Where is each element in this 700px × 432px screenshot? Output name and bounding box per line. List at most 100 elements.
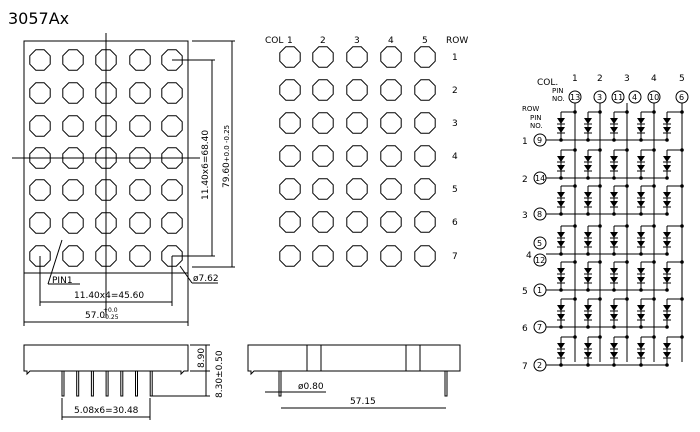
svg-text:5.08x6=30.48: 5.08x6=30.48	[74, 406, 139, 416]
led-dot	[29, 245, 51, 267]
schematic-row-number: 1	[522, 137, 528, 147]
diode-icon	[557, 343, 565, 349]
diode-icon	[637, 232, 645, 238]
led-dot	[62, 212, 84, 234]
led-dot	[129, 147, 151, 169]
led-dot	[380, 79, 402, 101]
row-pin-number: 1	[537, 286, 542, 295]
diode-icon	[584, 343, 592, 349]
svg-text:57.15: 57.15	[350, 397, 376, 407]
svg-text:-0.25: -0.25	[103, 314, 119, 321]
front-view: 11.40x6=68.40 79.60+0.0 -0.25 11.40x4=45…	[12, 33, 235, 326]
diode-icon	[663, 352, 671, 358]
diode-icon	[584, 156, 592, 162]
diode-icon	[557, 201, 565, 207]
col-pin-number: 3	[597, 93, 602, 102]
diode-icon	[557, 241, 565, 247]
diode-icon	[557, 277, 565, 283]
pin-circle	[533, 236, 547, 250]
diode-icon	[584, 192, 592, 198]
diode-icon	[610, 192, 618, 198]
led-dot	[95, 245, 117, 267]
diode-icon	[637, 305, 645, 311]
led-dot	[161, 115, 183, 137]
schematic-row-number: 5	[522, 287, 528, 297]
led-dot	[279, 245, 301, 267]
led-dot	[312, 79, 334, 101]
svg-text:NO.: NO.	[552, 95, 565, 103]
led-dot	[95, 179, 117, 201]
diode-icon	[557, 118, 565, 124]
led-dot	[29, 49, 51, 71]
led-dot	[95, 147, 117, 169]
diode-icon	[663, 165, 671, 171]
diode-icon	[610, 165, 618, 171]
svg-text:ROW: ROW	[522, 105, 539, 113]
led-dot	[346, 145, 368, 167]
diode-icon	[637, 201, 645, 207]
diode-icon	[637, 118, 645, 124]
led-dot	[29, 212, 51, 234]
diode-icon	[557, 352, 565, 358]
pin-circle	[611, 90, 625, 104]
diode-icon	[610, 305, 618, 311]
diode-icon	[610, 352, 618, 358]
led-dot	[380, 112, 402, 134]
row-number: 3	[452, 119, 458, 129]
led-dot	[414, 245, 436, 267]
row-number: 2	[452, 86, 458, 96]
led-dot	[414, 178, 436, 200]
part-title: 3057Ax	[8, 9, 69, 28]
row-pin-number: 9	[537, 136, 542, 145]
led-dot	[62, 147, 84, 169]
led-dot	[129, 245, 151, 267]
led-dot	[346, 79, 368, 101]
pin	[135, 370, 138, 397]
svg-text:8.90: 8.90	[197, 348, 207, 368]
led-dot	[62, 179, 84, 201]
diode-icon	[663, 343, 671, 349]
pitch-h-dim: 11.40x4=45.60	[74, 291, 144, 301]
led-dot	[161, 147, 183, 169]
diode-icon	[557, 232, 565, 238]
diode-icon	[663, 156, 671, 162]
led-dot	[129, 212, 151, 234]
col-number: 3	[354, 36, 360, 46]
led-dot	[414, 46, 436, 68]
schematic-row-number: 2	[522, 175, 528, 185]
led-dot	[346, 46, 368, 68]
schematic-col-number: 5	[679, 74, 685, 84]
led-dot	[380, 145, 402, 167]
svg-text:NO.: NO.	[530, 122, 543, 130]
diode-icon	[663, 232, 671, 238]
diode-icon	[584, 277, 592, 283]
led-dot	[129, 49, 151, 71]
led-dot	[279, 79, 301, 101]
schematic-row-number: 7	[522, 362, 528, 372]
diode-icon	[584, 118, 592, 124]
row-number: 7	[452, 252, 458, 262]
led-dot	[312, 145, 334, 167]
led-dot	[62, 245, 84, 267]
diode-icon	[584, 305, 592, 311]
diode-icon	[663, 127, 671, 133]
schematic-col-number: 3	[624, 74, 630, 84]
led-dot	[414, 211, 436, 233]
diode-icon	[610, 118, 618, 124]
led-dot	[380, 245, 402, 267]
pin-circle	[647, 90, 661, 104]
led-dot	[161, 245, 183, 267]
diode-icon	[584, 268, 592, 274]
diode-icon	[637, 241, 645, 247]
led-dot	[62, 115, 84, 137]
pin	[105, 370, 109, 397]
diode-icon	[610, 156, 618, 162]
pin	[149, 370, 153, 397]
diode-icon	[557, 268, 565, 274]
led-dot	[380, 46, 402, 68]
schematic-col-number: 4	[651, 74, 657, 84]
led-dot	[62, 82, 84, 104]
diode-icon	[663, 241, 671, 247]
diode-icon	[557, 305, 565, 311]
